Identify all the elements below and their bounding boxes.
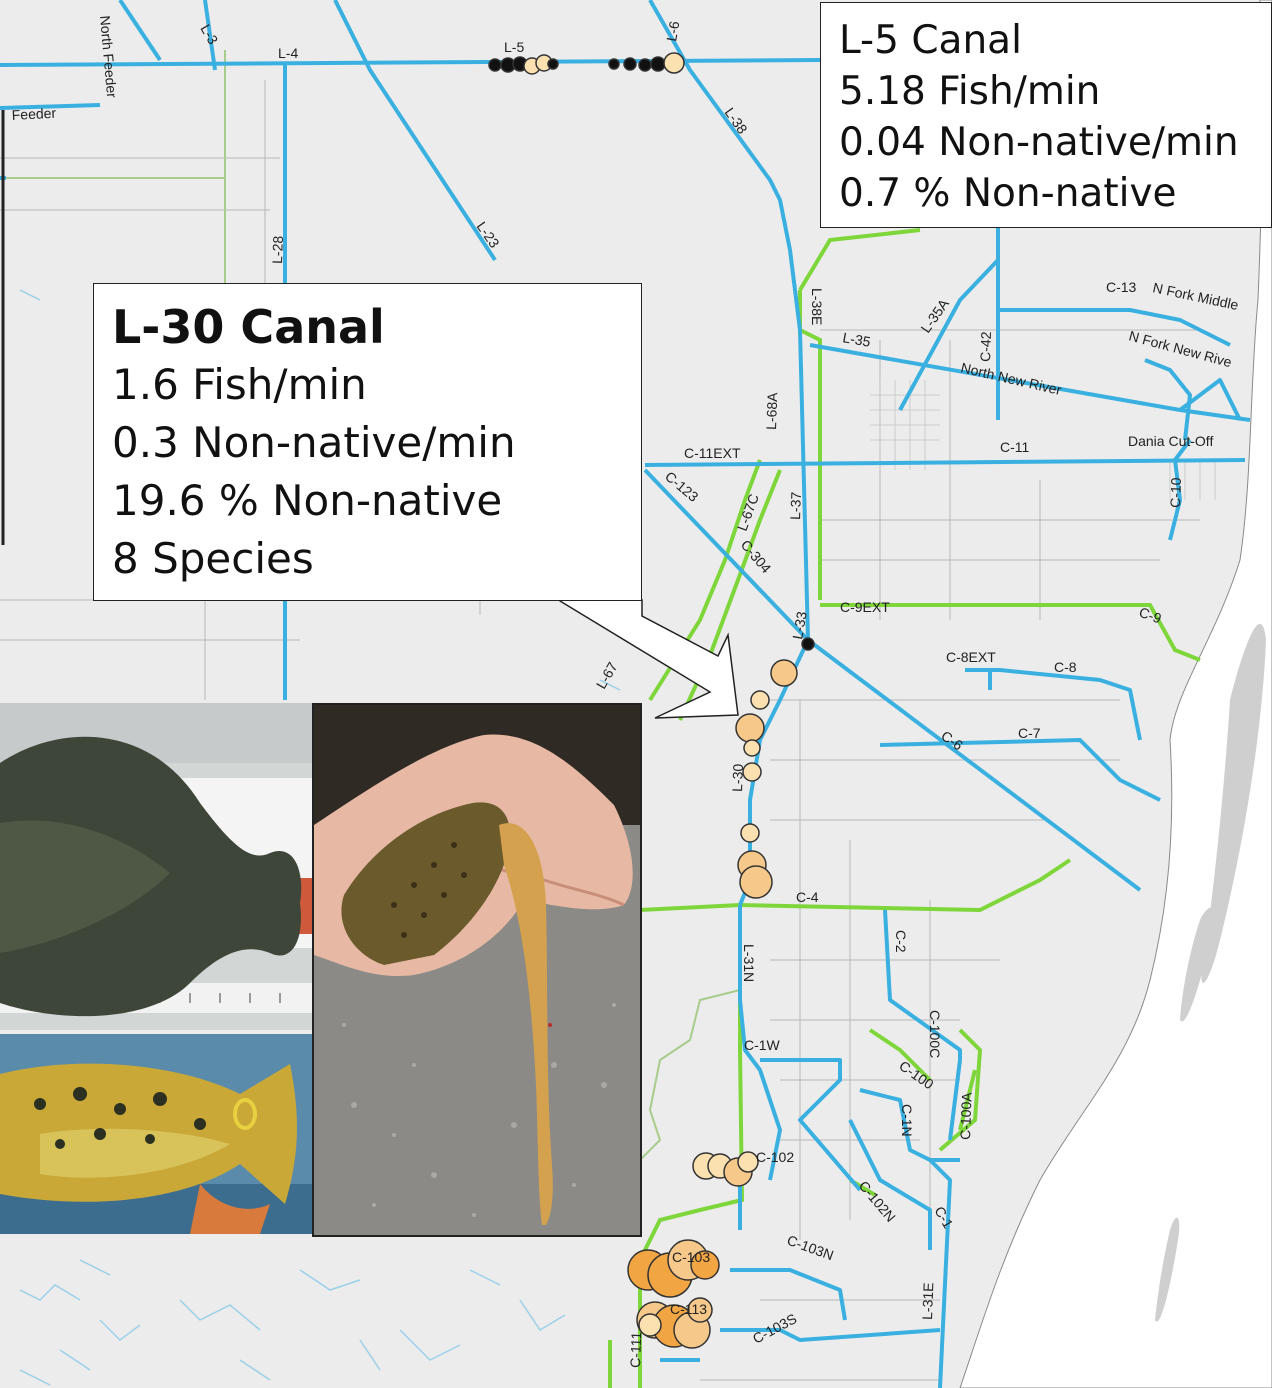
l30-nonnative-rate: 0.3 Non-native/min bbox=[112, 418, 516, 467]
label-c1w: C-1W bbox=[744, 1037, 781, 1053]
callout-arrow bbox=[559, 599, 739, 719]
label-c8: C-8 bbox=[1054, 659, 1077, 675]
sampling-sites-l30 bbox=[735, 637, 815, 899]
label-l5: L-5 bbox=[504, 39, 524, 55]
neighborhood-grid bbox=[870, 380, 1216, 500]
wetland-channels bbox=[19, 289, 621, 1386]
sampling-sites-south bbox=[627, 1151, 759, 1349]
label-c100a: C-100A bbox=[957, 1091, 975, 1140]
label-north-feeder: North Feeder bbox=[97, 15, 120, 99]
label-c111: C-111 bbox=[627, 1331, 644, 1368]
label-l30: L-30 bbox=[729, 763, 746, 792]
label-c9ext: C-9EXT bbox=[840, 599, 890, 615]
sampling-sites-l5 bbox=[488, 52, 685, 75]
swamp-eel-photo bbox=[312, 703, 642, 1237]
l5-title: L-5 Canal bbox=[839, 18, 1022, 63]
barrier-island bbox=[1201, 623, 1266, 983]
tilapia-photo bbox=[0, 703, 312, 1030]
label-c11: C-11 bbox=[1000, 439, 1030, 455]
label-l68a: L-68A bbox=[763, 392, 780, 431]
label-c103: C-103 bbox=[672, 1249, 710, 1265]
label-l28: L-28 bbox=[269, 235, 286, 264]
label-c4: C-4 bbox=[796, 889, 819, 905]
l30-pct-nonnative: 19.6 % Non-native bbox=[112, 476, 503, 525]
label-feeder: Feeder bbox=[11, 105, 56, 123]
label-l37: L-37 bbox=[787, 491, 804, 520]
label-c102: C-102 bbox=[756, 1149, 794, 1165]
label-c9: C-9 bbox=[1137, 604, 1164, 627]
l30-fish-rate: 1.6 Fish/min bbox=[112, 360, 367, 409]
label-c42: C-42 bbox=[977, 331, 994, 362]
l30-species: 8 Species bbox=[112, 534, 314, 583]
biscayne-bay bbox=[959, 0, 1272, 1388]
barrier-island bbox=[1155, 1217, 1180, 1322]
l5-pct-nonnative: 0.7 % Non-native bbox=[839, 171, 1177, 216]
l5-nonnative-rate: 0.04 Non-native/min bbox=[839, 120, 1239, 165]
label-c10: C-10 bbox=[1167, 477, 1184, 508]
label-c8ext: C-8EXT bbox=[946, 649, 996, 665]
label-l6: L-6 bbox=[663, 20, 682, 43]
label-l4: L-4 bbox=[278, 45, 298, 61]
label-c7: C-7 bbox=[1018, 725, 1041, 741]
label-l35: L-35 bbox=[841, 329, 872, 350]
label-l31n: L-31N bbox=[741, 944, 757, 982]
county-boundary bbox=[0, 50, 741, 1161]
l30-title: L-30 Canal bbox=[112, 300, 385, 354]
label-l33: L-33 bbox=[789, 610, 810, 641]
label-c13: C-13 bbox=[1106, 279, 1137, 295]
barrier-island bbox=[1180, 907, 1215, 1022]
label-c100c: C-100C bbox=[927, 1010, 943, 1058]
label-dania: Dania Cut-Off bbox=[1128, 433, 1213, 449]
l5-fish-rate: 5.18 Fish/min bbox=[839, 69, 1101, 114]
label-c2: C-2 bbox=[893, 930, 909, 953]
label-l38e: L-38E bbox=[809, 288, 825, 325]
label-c113: C-113 bbox=[670, 1301, 707, 1317]
label-l31e: L-31E bbox=[919, 1282, 936, 1320]
peacock-bass-photo bbox=[0, 1034, 312, 1234]
label-c1n: C-1N bbox=[899, 1104, 915, 1137]
l5-canal-stats: L-5 Canal 5.18 Fish/min 0.04 Non-native/… bbox=[820, 2, 1272, 228]
label-c11ext: C-11EXT bbox=[684, 445, 741, 461]
l30-canal-stats: L-30 Canal 1.6 Fish/min 0.3 Non-native/m… bbox=[93, 283, 642, 601]
